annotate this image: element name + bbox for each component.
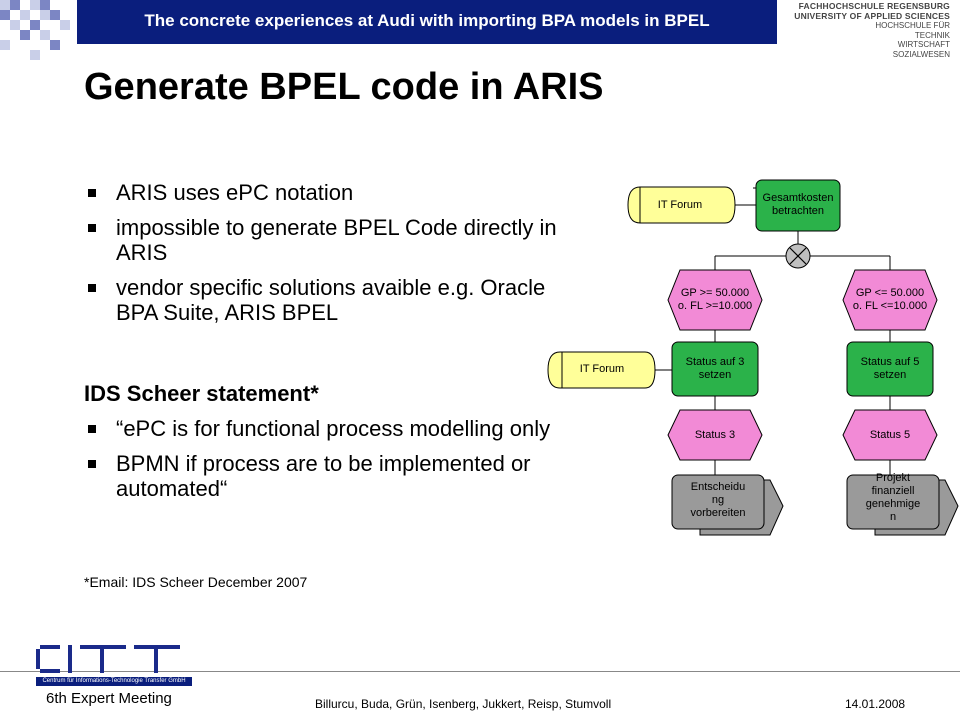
bullet-text: ARIS uses ePC notation [116,180,354,205]
bullet-list: ARIS uses ePC notation impossible to gen… [88,180,608,335]
logo-caption: Centrum für Informations-Technologie Tra… [36,677,192,686]
statement-list: “ePC is for functional process modelling… [88,416,608,511]
university-line-6: SOZIALWESEN [892,49,950,59]
function-status3-label: Status auf 3 setzen [685,356,745,381]
footer-authors: Billurcu, Buda, Grün, Isenberg, Jukkert,… [315,697,612,711]
function-gesamtkosten-shape [755,179,841,232]
event-left-shape [667,269,763,331]
ids-scheer-heading: IDS Scheer statement* [84,381,319,406]
citt-logo-dots [36,645,180,673]
bullet-text: vendor specific solutions avaible e.g. O… [116,275,546,325]
university-line-4: TECHNIK [914,30,950,40]
event-status3-label: Status 3 [694,429,736,441]
event-status3-shape [667,409,763,461]
university-line-3: HOCHSCHULE FÜR [875,21,950,30]
epc-diagram: IT Forum Gesamtkosten betrachten GP >= 5… [540,170,960,550]
footer-date: 14.01.2008 [845,697,906,711]
header-title: The concrete experiences at Audi with im… [144,11,710,30]
university-line-2: UNIVERSITY OF APPLIED SCIENCES [794,10,950,21]
bullet-marker [88,189,96,197]
footer-meeting: 6th Expert Meeting [46,690,172,707]
footer-divider [0,671,960,672]
bullet-marker [88,284,96,292]
event-left-label: GP >= 50.000 o. FL >=10.000 [677,287,753,312]
function-status3-shape [671,341,759,397]
citt-logo [36,641,196,682]
bullet-marker [88,224,96,232]
bullet-item: impossible to generate BPEL Code directl… [88,215,566,265]
process-projekt-shape [846,474,940,530]
function-status5-label: Status auf 5 setzen [860,356,920,381]
process-projekt-label: Projekt finanziell genehmige n [865,472,921,523]
function-gesamtkosten-label: Gesamtkosten betrachten [762,192,834,217]
epc-diagram-svg [547,179,959,536]
header-bar [77,0,777,44]
process-entscheidung-shape [671,474,765,530]
it-forum-orgunit-shape [627,186,736,224]
it-forum-2-label: IT Forum [579,363,625,375]
university-logo: FACHHOCHSCHULE REGENSBURG UNIVERSITY OF … [790,1,950,60]
bullet-item: ARIS uses ePC notation [88,180,608,205]
event-right-label: GP <= 50.000 o. FL <=10.000 [852,287,928,312]
process-entscheidung-label: Entscheidu ng vorbereiten [690,481,746,519]
bullet-text: BPMN if process are to be implemented or… [116,451,531,501]
bullet-item: vendor specific solutions avaible e.g. O… [88,275,566,325]
slide-title: Generate BPEL code in ARIS [84,66,604,108]
bullet-marker [88,460,96,468]
bullet-item: “ePC is for functional process modelling… [88,416,616,441]
it-forum-orgunit-2-shape [547,351,656,389]
bullet-text: impossible to generate BPEL Code directl… [116,215,557,265]
university-line-1: FACHHOCHSCHULE REGENSBURG [798,1,950,11]
function-status5-shape [846,341,934,397]
bullet-text: “ePC is for functional process modelling… [116,416,551,441]
university-line-5: WIRTSCHAFT [897,40,950,49]
footnote: *Email: IDS Scheer December 2007 [84,574,308,590]
event-status5-shape [842,409,938,461]
bullet-marker [88,425,96,433]
event-right-shape [842,269,938,331]
it-forum-label: IT Forum [657,199,703,211]
event-status5-label: Status 5 [869,429,911,441]
bullet-item: BPMN if process are to be implemented or… [88,451,616,501]
